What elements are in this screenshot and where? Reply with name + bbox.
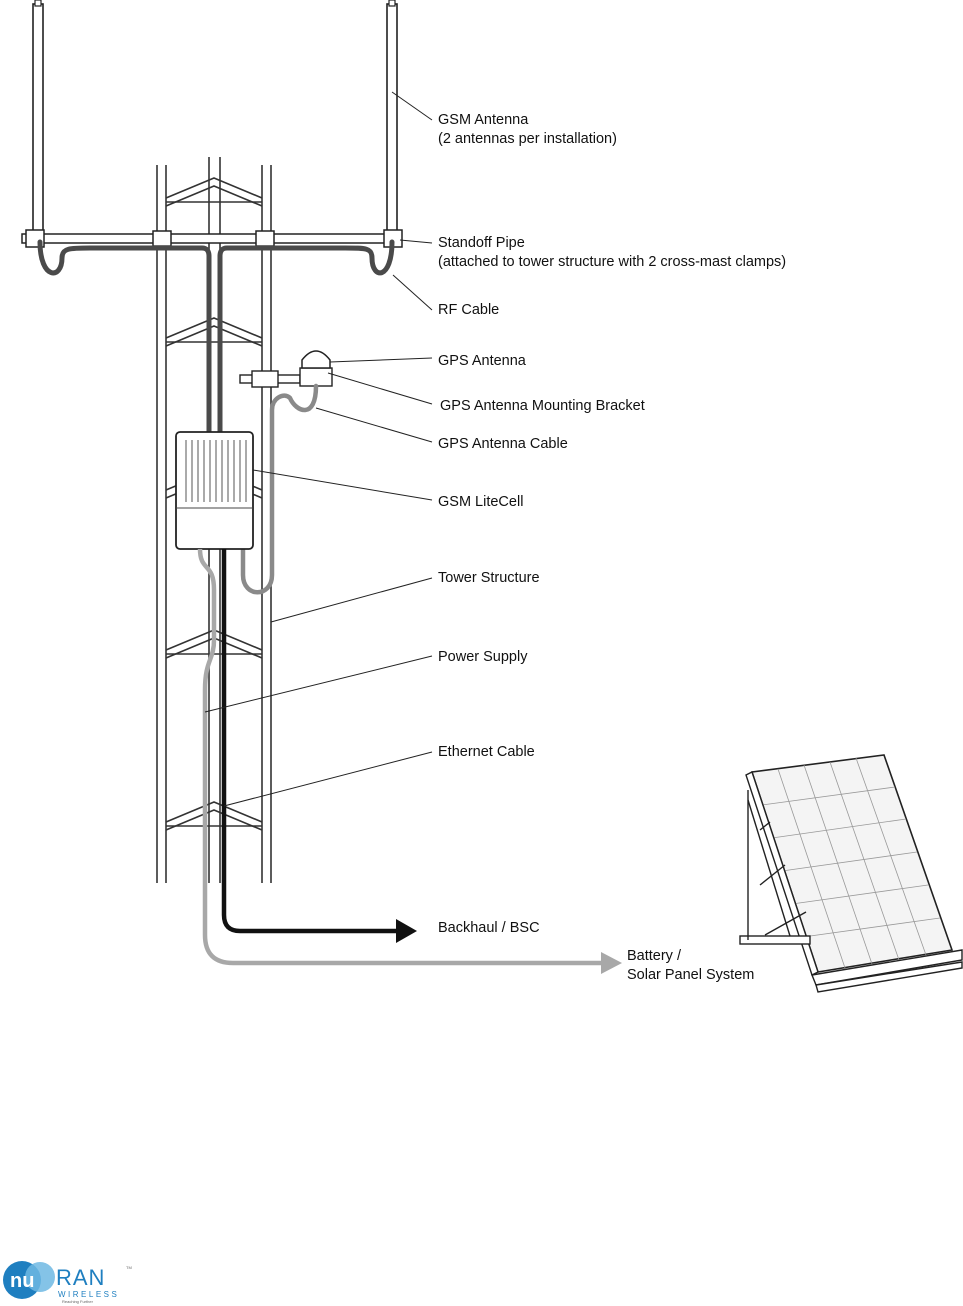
svg-text:nu: nu [10, 1270, 34, 1292]
svg-text:WIRELESS: WIRELESS [58, 1290, 119, 1299]
label-battery: Battery / Solar Panel System [627, 947, 754, 985]
label-rf-cable: RF Cable [438, 302, 500, 318]
svg-text:TM: TM [126, 1265, 132, 1270]
label-battery-line1: Battery / [627, 948, 681, 964]
gps-antenna [301, 350, 331, 369]
label-standoff-pipe-line2: (attached to tower structure with 2 cros… [438, 254, 787, 270]
standoff-pipe [21, 229, 403, 248]
label-battery-line2: Solar Panel System [627, 967, 755, 983]
label-gps-cable: GPS Antenna Cable [438, 436, 568, 452]
power-supply-cable [197, 548, 605, 966]
label-standoff-pipe-line1: Standoff Pipe [438, 235, 525, 251]
ethernet-arrowhead [396, 919, 417, 943]
gps-cable [240, 383, 319, 595]
svg-text:Reaching Further: Reaching Further [62, 1299, 94, 1304]
label-tower-structure: Tower Structure [438, 570, 540, 586]
label-gsm-antenna-line1: GSM Antenna [438, 112, 529, 128]
label-gsm-litecell: GSM LiteCell [438, 494, 524, 510]
label-gsm-antenna: GSM Antenna (2 antennas per installation… [438, 111, 617, 149]
svg-text:RAN: RAN [56, 1265, 105, 1290]
label-gps-bracket: GPS Antenna Mounting Bracket [440, 398, 645, 414]
label-ethernet-cable: Ethernet Cable [438, 744, 535, 760]
label-gsm-antenna-line2: (2 antennas per installation) [438, 131, 617, 147]
nuran-wireless-logo: nu RAN WIRELESS Reaching Further TM [3, 1261, 132, 1304]
label-standoff-pipe: Standoff Pipe (attached to tower structu… [438, 234, 786, 272]
ethernet-cable [221, 549, 398, 934]
label-gps-antenna: GPS Antenna [438, 353, 526, 369]
power-arrowhead [601, 952, 622, 974]
rf-cable [37, 239, 395, 435]
gsm-litecell [175, 431, 254, 550]
gsm-antenna-right [386, 0, 398, 237]
leader-lines [204, 91, 433, 807]
solar-panel [739, 754, 963, 993]
gps-antenna-bracket [239, 367, 333, 388]
label-power-supply: Power Supply [438, 649, 528, 665]
gsm-antenna-left [32, 0, 44, 237]
label-backhaul: Backhaul / BSC [438, 920, 540, 936]
